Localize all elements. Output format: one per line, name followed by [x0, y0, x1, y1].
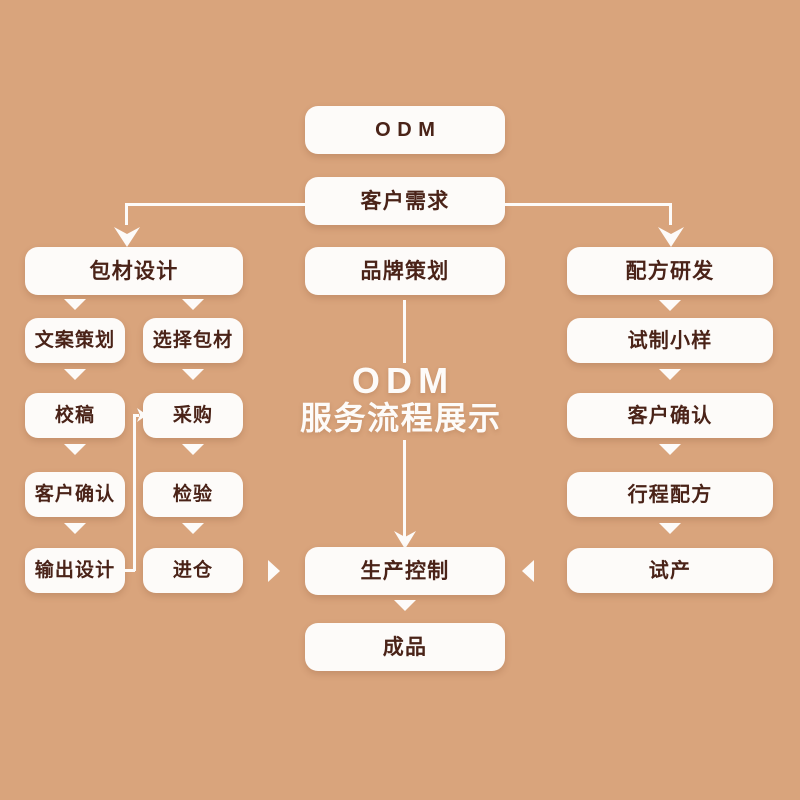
arrowhead-brand-to-control: [390, 528, 420, 550]
node-odm-root[interactable]: ODM: [305, 106, 505, 154]
connector-bus-left: [126, 203, 308, 206]
arrow-select-to-purchase: [182, 369, 204, 380]
arrow-inspect-to-warehouse: [182, 523, 204, 534]
node-process-formula[interactable]: 行程配方: [567, 472, 773, 517]
arrow-packaging-to-copy: [64, 299, 86, 310]
node-customer-confirm-left[interactable]: 客户确认: [25, 472, 125, 517]
arrow-confirm-to-output: [64, 523, 86, 534]
arrow-sample-to-confirm: [659, 369, 681, 380]
node-trial-production[interactable]: 试产: [567, 548, 773, 593]
node-inspection[interactable]: 检验: [143, 472, 243, 517]
arrow-confirm-to-formula: [659, 444, 681, 455]
node-select-packaging[interactable]: 选择包材: [143, 318, 243, 363]
arrow-copy-to-proof: [64, 369, 86, 380]
node-warehouse-in[interactable]: 进仓: [143, 548, 243, 593]
connector-bus-left-drop: [125, 203, 128, 225]
node-customer-requirement[interactable]: 客户需求: [305, 177, 505, 225]
arrowhead-output-to-purchase: [136, 407, 148, 423]
arrow-control-to-finished: [394, 600, 416, 611]
node-trial-sample[interactable]: 试制小样: [567, 318, 773, 363]
node-production-control[interactable]: 生产控制: [305, 547, 505, 595]
connector-brand-down-lower: [403, 440, 406, 538]
connector-output-to-purchase-stub: [125, 569, 135, 572]
arrow-proof-to-confirm: [64, 444, 86, 455]
arrowhead-right-branch: [656, 220, 686, 248]
arrow-purchase-to-inspect: [182, 444, 204, 455]
connector-bus-right: [502, 203, 672, 206]
connector-output-to-purchase-head-stub: [133, 414, 139, 417]
node-output-design[interactable]: 输出设计: [25, 548, 125, 593]
arrow-packaging-to-select: [182, 299, 204, 310]
node-packaging-design[interactable]: 包材设计: [25, 247, 243, 295]
arrowhead-left-branch: [112, 220, 142, 248]
node-purchase[interactable]: 采购: [143, 393, 243, 438]
connector-bus-right-drop: [669, 203, 672, 225]
arrow-formula-to-trial-production: [659, 523, 681, 534]
node-customer-confirm-right[interactable]: 客户确认: [567, 393, 773, 438]
connector-output-to-purchase-riser: [133, 414, 136, 571]
connector-brand-down-upper: [403, 300, 406, 363]
node-formula-rd[interactable]: 配方研发: [567, 247, 773, 295]
node-finished-product[interactable]: 成品: [305, 623, 505, 671]
arrow-formula-to-sample: [659, 300, 681, 311]
node-brand-planning[interactable]: 品牌策划: [305, 247, 505, 295]
arrow-left-into-production: [268, 560, 280, 582]
arrow-right-into-production: [522, 560, 534, 582]
node-copy-planning[interactable]: 文案策划: [25, 318, 125, 363]
node-proofreading[interactable]: 校稿: [25, 393, 125, 438]
